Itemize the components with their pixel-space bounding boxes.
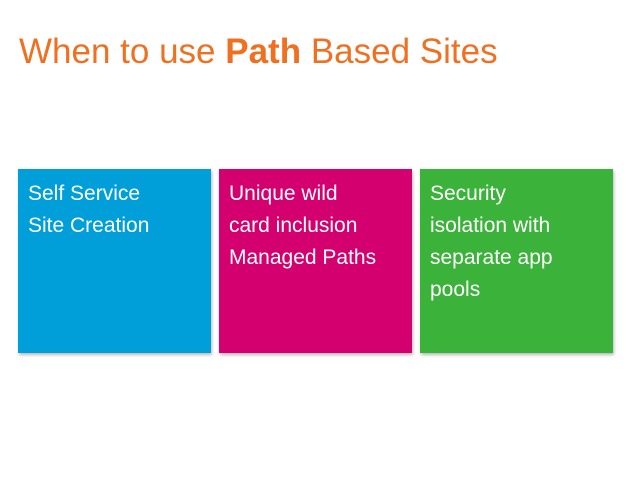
tile-line: Unique wild bbox=[229, 182, 338, 205]
tile-line: Security bbox=[430, 182, 506, 205]
tile-line: Site Creation bbox=[28, 214, 150, 237]
tile-self-service: Self Service Site Creation bbox=[18, 169, 211, 353]
tile-managed-paths: Unique wild card inclusion Managed Paths bbox=[219, 169, 412, 353]
title-suffix: Based Sites bbox=[301, 32, 498, 71]
tile-line: card inclusion bbox=[229, 214, 358, 237]
title-emphasis: Path bbox=[225, 32, 302, 71]
tile-line: isolation with bbox=[430, 214, 551, 237]
tile-security-isolation: Security isolation with separate app poo… bbox=[420, 169, 613, 353]
tile-line: Managed Paths bbox=[229, 246, 377, 269]
slide-title: When to use Path Based Sites bbox=[19, 30, 498, 74]
tile-line: Self Service bbox=[28, 182, 141, 205]
tile-line: separate app bbox=[430, 246, 553, 269]
tile-line: pools bbox=[430, 278, 481, 301]
title-prefix: When to use bbox=[19, 32, 226, 71]
